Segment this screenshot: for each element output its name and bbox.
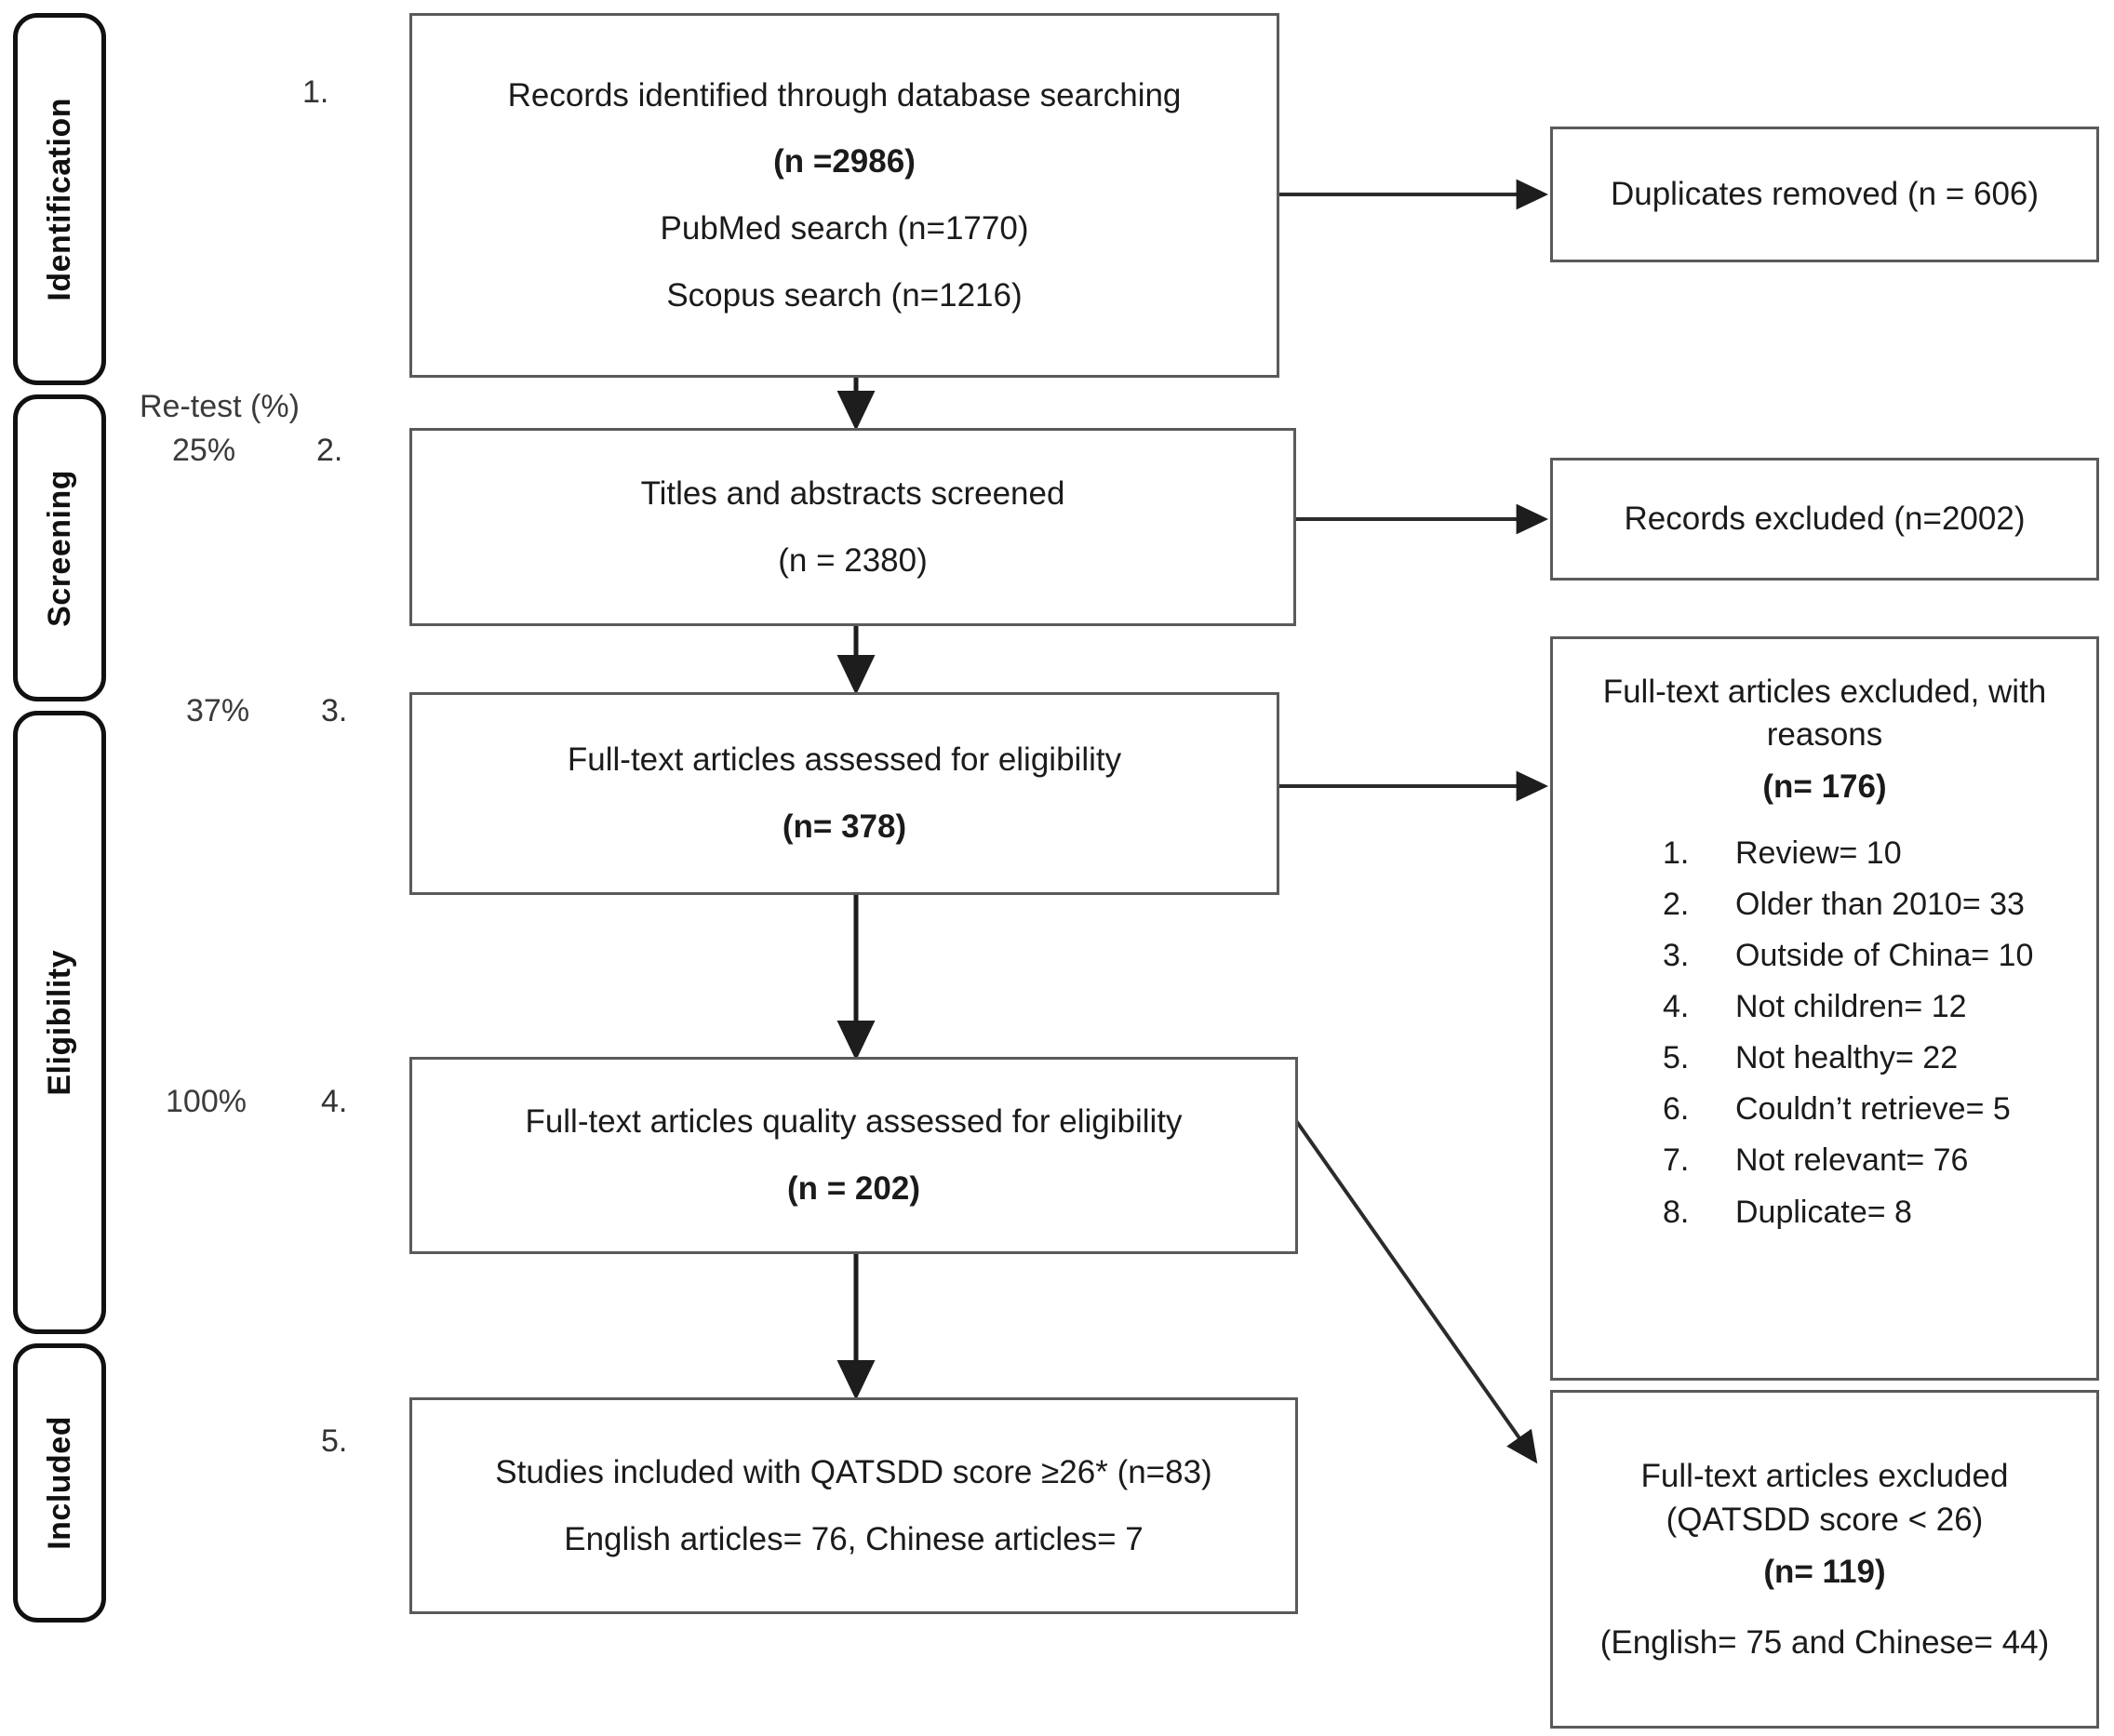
list-item: 3. Outside of China= 10 bbox=[1663, 930, 2072, 982]
quality-assessed-count: (n = 202) bbox=[787, 1170, 920, 1207]
list-item: 6. Couldn’t retrieve= 5 bbox=[1663, 1084, 2072, 1135]
stage-pill-screening: Screening bbox=[13, 394, 106, 701]
list-item: 4. Not children= 12 bbox=[1663, 982, 2072, 1033]
stage-label-screening: Screening bbox=[41, 469, 77, 627]
connector-quality-to-quality-excluded bbox=[1273, 1088, 1538, 1464]
reason-text: Review= 10 bbox=[1735, 835, 1902, 871]
reason-index: 1. bbox=[1663, 835, 1690, 871]
reason-index: 2. bbox=[1663, 887, 1690, 923]
quality-excluded-count: (n= 119) bbox=[1763, 1554, 1886, 1590]
reason-text: Outside of China= 10 bbox=[1735, 938, 2034, 974]
retest-value-25: 25% bbox=[172, 433, 236, 468]
box-fulltext-quality-assessed: Full-text articles quality assessed for … bbox=[409, 1057, 1298, 1254]
records-identified-scopus: Scopus search (n=1216) bbox=[666, 276, 1023, 314]
box-records-identified: Records identified through database sear… bbox=[409, 13, 1279, 378]
reason-text: Duplicate= 8 bbox=[1735, 1194, 1912, 1230]
fulltext-excluded-heading: Full-text articles excluded, with reason… bbox=[1602, 674, 2047, 753]
retest-header-label: Re-test (%) bbox=[140, 389, 300, 424]
list-item: 7. Not relevant= 76 bbox=[1663, 1135, 2072, 1186]
quality-assessed-title: Full-text articles quality assessed for … bbox=[525, 1103, 1183, 1141]
reason-index: 4. bbox=[1663, 989, 1690, 1025]
box-fulltext-excluded-with-reasons: Full-text articles excluded, with reason… bbox=[1550, 636, 2099, 1381]
reason-index: 3. bbox=[1663, 938, 1690, 974]
step-number-5: 5. bbox=[321, 1423, 348, 1459]
studies-included-breakdown: English articles= 76, Chinese articles= … bbox=[564, 1520, 1144, 1557]
exclusion-reason-list: 1. Review= 10 2. Older than 2010= 33 3. … bbox=[1577, 828, 2072, 1238]
reason-text: Couldn’t retrieve= 5 bbox=[1735, 1091, 2011, 1128]
retest-value-37: 37% bbox=[186, 693, 250, 728]
reason-text: Not healthy= 22 bbox=[1735, 1040, 1959, 1076]
fulltext-excluded-count: (n= 176) bbox=[1762, 768, 1887, 805]
fulltext-assessed-count: (n= 378) bbox=[782, 808, 907, 845]
retest-value-100: 100% bbox=[166, 1084, 247, 1119]
quality-excluded-criterion: (QATSDD score < 26) bbox=[1666, 1502, 1984, 1539]
records-identified-title: Records identified through database sear… bbox=[507, 76, 1182, 114]
stage-pill-identification: Identification bbox=[13, 13, 106, 385]
fulltext-assessed-title: Full-text articles assessed for eligibil… bbox=[567, 741, 1122, 779]
quality-excluded-breakdown: (English= 75 and Chinese= 44) bbox=[1599, 1623, 2050, 1661]
step-number-2: 2. bbox=[316, 433, 343, 468]
step-number-1: 1. bbox=[302, 74, 329, 110]
screened-title: Titles and abstracts screened bbox=[640, 474, 1065, 512]
reason-index: 6. bbox=[1663, 1091, 1690, 1128]
screened-count: (n = 2380) bbox=[778, 541, 928, 579]
list-item: 8. Duplicate= 8 bbox=[1663, 1187, 2072, 1238]
quality-excluded-title: Full-text articles excluded bbox=[1640, 1457, 2009, 1494]
reason-index: 7. bbox=[1663, 1142, 1690, 1179]
list-item: 1. Review= 10 bbox=[1663, 828, 2072, 879]
box-quality-excluded: Full-text articles excluded (QATSDD scor… bbox=[1550, 1390, 2099, 1729]
reason-index: 8. bbox=[1663, 1194, 1690, 1230]
records-identified-count: (n =2986) bbox=[773, 143, 916, 180]
stage-label-included: Included bbox=[41, 1416, 77, 1550]
step-number-3: 3. bbox=[321, 693, 348, 728]
duplicates-removed-label: Duplicates removed (n = 606) bbox=[1610, 176, 2040, 213]
records-identified-pubmed: PubMed search (n=1770) bbox=[660, 210, 1029, 247]
box-duplicates-removed: Duplicates removed (n = 606) bbox=[1550, 127, 2099, 262]
box-fulltext-assessed: Full-text articles assessed for eligibil… bbox=[409, 692, 1279, 895]
stage-pill-eligibility: Eligibility bbox=[13, 711, 106, 1334]
box-studies-included: Studies included with QATSDD score ≥26* … bbox=[409, 1397, 1298, 1614]
reason-text: Not children= 12 bbox=[1735, 989, 1967, 1025]
reason-text: Older than 2010= 33 bbox=[1735, 887, 2025, 923]
records-excluded-label: Records excluded (n=2002) bbox=[1624, 501, 2026, 538]
step-number-4: 4. bbox=[321, 1084, 348, 1119]
list-item: 2. Older than 2010= 33 bbox=[1663, 879, 2072, 930]
stage-label-identification: Identification bbox=[41, 97, 77, 301]
stage-label-eligibility: Eligibility bbox=[41, 949, 77, 1096]
reason-text: Not relevant= 76 bbox=[1735, 1142, 1969, 1179]
list-item: 5. Not healthy= 22 bbox=[1663, 1033, 2072, 1084]
box-titles-abstracts-screened: Titles and abstracts screened (n = 2380) bbox=[409, 428, 1296, 626]
reason-index: 5. bbox=[1663, 1040, 1690, 1076]
box-records-excluded: Records excluded (n=2002) bbox=[1550, 458, 2099, 581]
stage-pill-included: Included bbox=[13, 1343, 106, 1622]
studies-included-title: Studies included with QATSDD score ≥26* … bbox=[495, 1453, 1212, 1490]
duplicates-removed-text: Duplicates removed (n = 606) bbox=[1611, 174, 2039, 215]
